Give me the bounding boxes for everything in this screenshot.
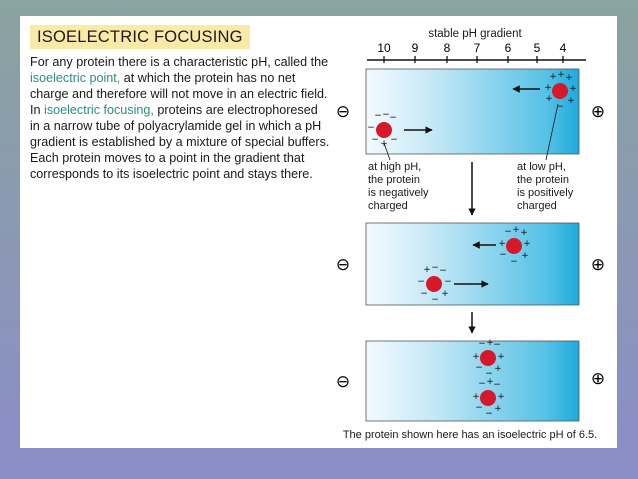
svg-text:is negatively: is negatively: [368, 187, 429, 199]
svg-text:−: −: [485, 409, 493, 419]
svg-text:+: +: [497, 392, 505, 402]
svg-text:at high pH,: at high pH,: [368, 161, 421, 173]
svg-text:+: +: [486, 338, 494, 348]
gel-tube-3: [365, 340, 580, 422]
svg-text:−: −: [371, 135, 379, 145]
ph-tick-label: 5: [534, 41, 541, 55]
svg-text:+: +: [494, 364, 502, 374]
protein-negative: −−− − −+−: [367, 110, 398, 149]
svg-text:−: −: [499, 250, 507, 260]
ph-tick-label: 10: [377, 41, 391, 55]
ph-tick-label: 9: [412, 41, 419, 55]
description-part-3: proteins are electrophoresed in a narrow…: [30, 103, 330, 181]
svg-text:−: −: [485, 369, 493, 379]
svg-text:+: +: [494, 404, 502, 414]
svg-text:at low pH,: at low pH,: [517, 161, 566, 173]
svg-text:+: +: [441, 289, 449, 299]
positive-electrode-icon: ⊕: [591, 102, 605, 122]
svg-text:−: −: [493, 380, 501, 390]
ph-tick-label: 8: [444, 41, 451, 55]
figure-caption: The protein shown here has an isoelectri…: [343, 429, 597, 441]
svg-text:−: −: [504, 227, 512, 237]
svg-text:−: −: [478, 379, 486, 389]
annotation-low-ph: at low pH, the protein is positively cha…: [517, 161, 574, 212]
negative-electrode-icon: ⊖: [336, 372, 350, 392]
protein-positive: −++ ++ −−+: [498, 225, 531, 267]
ph-tick-label: 4: [560, 41, 567, 55]
svg-text:is positively: is positively: [517, 187, 574, 199]
svg-text:−: −: [475, 403, 483, 413]
svg-text:+: +: [521, 251, 529, 261]
svg-text:+: +: [565, 73, 573, 83]
svg-text:−: −: [431, 295, 439, 305]
svg-text:the protein: the protein: [368, 174, 420, 186]
svg-text:−: −: [556, 102, 564, 112]
svg-text:−: −: [431, 263, 439, 273]
svg-text:−: −: [420, 289, 428, 299]
svg-text:+: +: [569, 84, 577, 94]
svg-text:+: +: [520, 228, 528, 238]
svg-text:−: −: [389, 113, 397, 123]
protein-focused: −+− ++ −−+: [472, 377, 505, 419]
ph-tick-label: 7: [474, 41, 481, 55]
svg-text:−: −: [478, 339, 486, 349]
svg-text:−: −: [475, 363, 483, 373]
description-part-1: For any protein there is a characteristi…: [30, 55, 329, 69]
description-part-2: at which the protein has no net charge a…: [30, 71, 328, 117]
positive-electrode-icon: ⊕: [591, 369, 605, 389]
svg-text:−: −: [510, 257, 518, 267]
svg-text:−: −: [493, 340, 501, 350]
svg-text:+: +: [512, 225, 520, 235]
gel-tube-2: [365, 222, 580, 306]
slide-title: ISOELECTRIC FOCUSING: [30, 25, 250, 49]
svg-text:+: +: [498, 239, 506, 249]
svg-text:+: +: [472, 392, 480, 402]
svg-text:+: +: [545, 94, 553, 104]
svg-text:−: −: [444, 277, 452, 287]
svg-text:−: −: [374, 111, 382, 121]
svg-text:+: +: [472, 352, 480, 362]
positive-electrode-icon: ⊕: [591, 255, 605, 275]
svg-text:+: +: [523, 239, 531, 249]
svg-text:+: +: [497, 352, 505, 362]
negative-electrode-icon: ⊖: [336, 255, 350, 275]
svg-text:+: +: [423, 265, 431, 275]
gradient-label: stable pH gradient: [428, 28, 522, 40]
svg-text:−: −: [367, 123, 375, 133]
ph-tick-label: 6: [505, 41, 512, 55]
svg-text:−: −: [417, 277, 425, 287]
svg-text:charged: charged: [517, 200, 557, 212]
svg-text:−: −: [390, 135, 398, 145]
gel-tube-1: [365, 68, 580, 155]
svg-text:−: −: [382, 110, 390, 120]
svg-text:the protein: the protein: [517, 174, 569, 186]
protein-focused: −+− ++ −−+: [472, 338, 505, 379]
svg-text:+: +: [557, 70, 565, 80]
svg-text:charged: charged: [368, 200, 408, 212]
negative-electrode-icon: ⊖: [336, 102, 350, 122]
annotation-high-ph: at high pH, the protein is negatively ch…: [368, 161, 429, 212]
svg-text:+: +: [549, 72, 557, 82]
svg-text:−: −: [439, 266, 447, 276]
term-isoelectric-focusing: isoelectric focusing,: [44, 103, 154, 117]
protein-positive: +++ ++ +−+: [544, 70, 577, 112]
svg-text:+: +: [567, 96, 575, 106]
protein-negative: +−− −− −−+: [417, 263, 452, 305]
term-isoelectric-point: isoelectric point,: [30, 71, 121, 85]
svg-text:+: +: [544, 83, 552, 93]
svg-text:+: +: [486, 377, 494, 387]
ph-scale: 10 9 8 7 6 5 4: [367, 41, 586, 63]
description-text: For any protein there is a characteristi…: [30, 54, 330, 182]
